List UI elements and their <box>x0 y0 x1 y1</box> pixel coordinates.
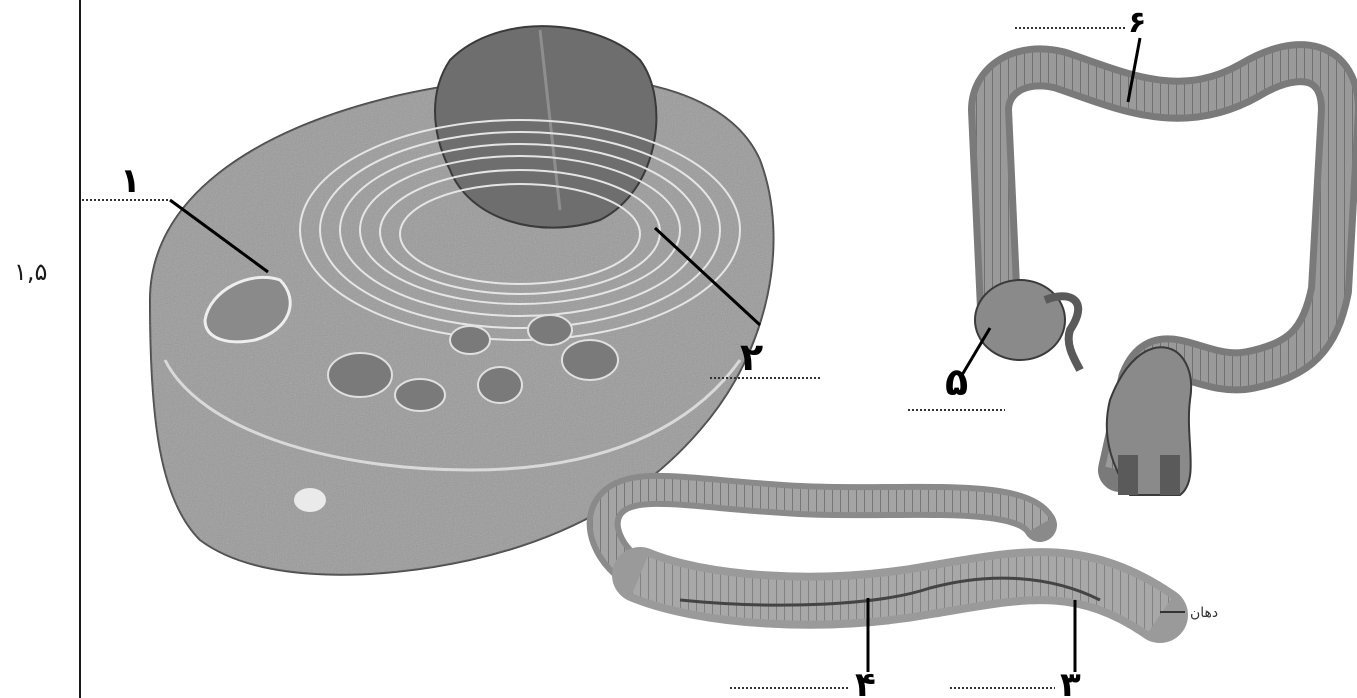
label-3: ۳ <box>1060 665 1081 698</box>
nucleus <box>435 26 656 228</box>
large-intestine-diagram <box>975 63 1340 495</box>
callout-3: ۳ <box>950 600 1081 698</box>
label-5: ۵ <box>945 360 968 404</box>
label-2: ۲ <box>740 335 763 379</box>
label-4: ۴ <box>855 665 876 698</box>
caecum <box>975 280 1065 360</box>
earthworm-diagram: دهان <box>604 490 1218 621</box>
label-6: ۶ <box>1128 5 1146 40</box>
worm-mouth-label: دهان <box>1190 605 1218 621</box>
label-1: ۱ <box>120 161 141 201</box>
